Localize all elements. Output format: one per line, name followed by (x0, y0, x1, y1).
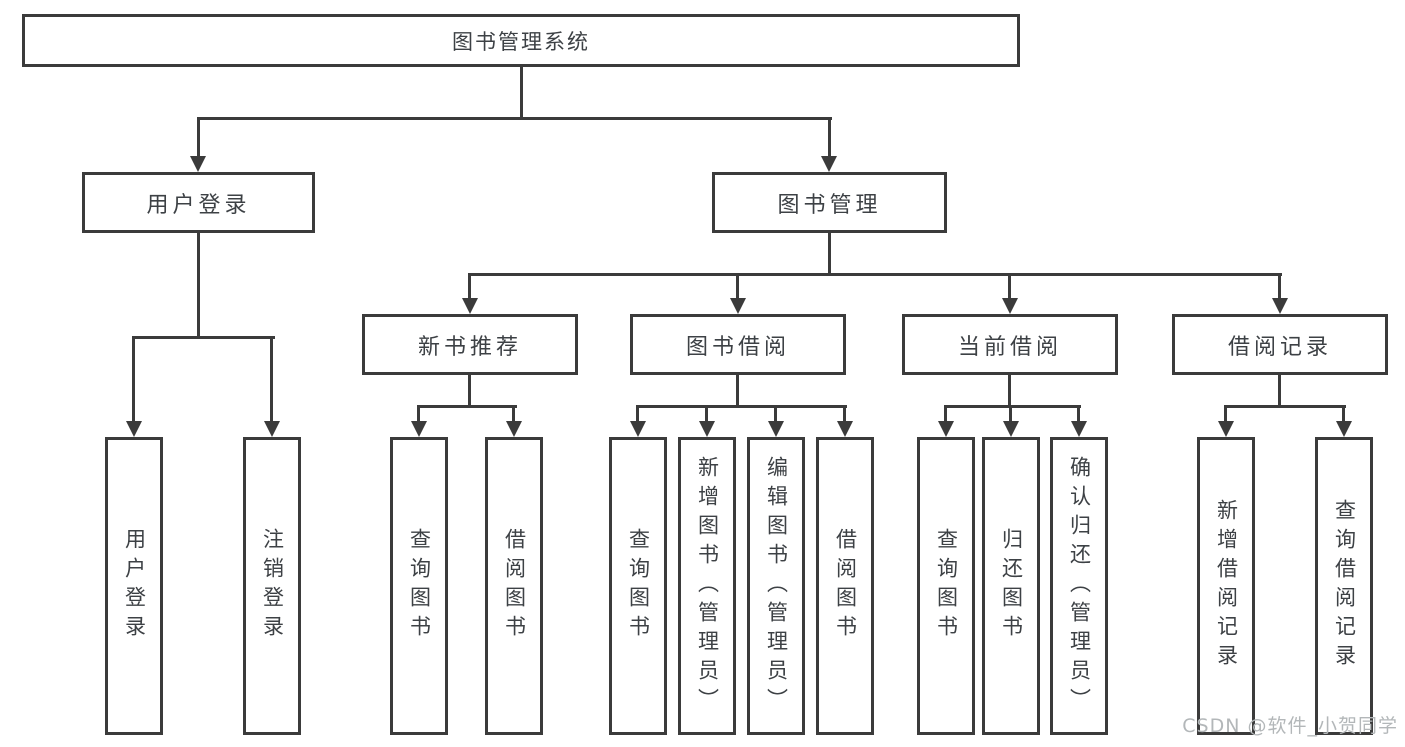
connector-drop-confirm-return (1077, 405, 1080, 421)
down-arrow-icon (1336, 421, 1352, 437)
down-arrow-icon (1218, 421, 1234, 437)
leaf-logout: 注销登录 (243, 437, 301, 735)
node-label: 查询图书 (407, 528, 432, 644)
connector-new-book-rec-branch (417, 405, 517, 408)
connector-drop-leaf-user-login (132, 336, 135, 421)
connector-drop-book-borrow (736, 273, 739, 298)
connector-drop-add-books (705, 405, 708, 421)
connector-current-borrow-branch (944, 405, 1081, 408)
connector-drop-add-record (1224, 405, 1227, 421)
csdn-watermark: CSDN @软件_小贺同学 (1182, 715, 1398, 737)
node-book-borrow: 图书借阅 (630, 314, 846, 375)
down-arrow-icon (411, 421, 427, 437)
connector-drop-leaf-logout (270, 336, 273, 421)
connector-drop-new-book-rec (468, 273, 471, 298)
node-user-login: 用户登录 (82, 172, 315, 233)
leaf-add-books-admin: 新增图书（管理员） (678, 437, 736, 735)
node-label: 新增借阅记录 (1214, 499, 1239, 673)
node-label: 用户登录 (122, 528, 147, 644)
leaf-query-books-current: 查询图书 (917, 437, 975, 735)
leaf-confirm-return-admin: 确认归还（管理员） (1050, 437, 1108, 735)
node-label: 借阅图书 (502, 528, 527, 644)
down-arrow-icon (264, 421, 280, 437)
leaf-borrow-books-borrow: 借阅图书 (816, 437, 874, 735)
connector-borrow-records-stub (1278, 375, 1281, 408)
down-arrow-icon (506, 421, 522, 437)
leaf-edit-books-admin: 编辑图书（管理员） (747, 437, 805, 735)
connector-book-borrow-branch (636, 405, 847, 408)
node-label: 借阅记录 (1227, 334, 1332, 360)
down-arrow-icon (190, 156, 206, 172)
connector-borrow-records-branch (1224, 405, 1346, 408)
node-book-management: 图书管理 (712, 172, 947, 233)
down-arrow-icon (768, 421, 784, 437)
connector-root-branch (197, 117, 832, 120)
connector-drop-book-mgmt (828, 117, 831, 156)
node-label: 图书借阅 (685, 334, 790, 360)
connector-drop-borrow-books-rec (512, 405, 515, 421)
node-borrow-records: 借阅记录 (1172, 314, 1388, 375)
down-arrow-icon (1272, 298, 1288, 314)
leaf-query-books-recommend: 查询图书 (390, 437, 448, 735)
node-label: 查询借阅记录 (1332, 499, 1357, 673)
leaf-add-borrow-record: 新增借阅记录 (1197, 437, 1255, 735)
connector-drop-query-record (1342, 405, 1345, 421)
connector-drop-borrow-books-borrow (843, 405, 846, 421)
node-label: 编辑图书（管理员） (764, 455, 789, 717)
node-label: 借阅图书 (833, 528, 858, 644)
connector-drop-borrow-records (1278, 273, 1281, 298)
down-arrow-icon (462, 298, 478, 314)
connector-root-stub (520, 67, 523, 120)
connector-drop-current-borrow (1008, 273, 1011, 298)
down-arrow-icon (938, 421, 954, 437)
connector-user-login-branch (132, 336, 275, 339)
leaf-borrow-books-recommend: 借阅图书 (485, 437, 543, 735)
down-arrow-icon (837, 421, 853, 437)
connector-book-mgmt-branch (468, 273, 1282, 276)
node-label: 用户登录 (146, 192, 251, 218)
leaf-user-login: 用户登录 (105, 437, 163, 735)
connector-drop-user-login (197, 117, 200, 156)
connector-drop-query-books-current (944, 405, 947, 421)
down-arrow-icon (1003, 421, 1019, 437)
node-root-system: 图书管理系统 (22, 14, 1020, 67)
down-arrow-icon (821, 156, 837, 172)
leaf-query-books-borrow: 查询图书 (609, 437, 667, 735)
node-label: 归还图书 (999, 528, 1024, 644)
node-new-book-recommend: 新书推荐 (362, 314, 578, 375)
connector-book-borrow-stub (736, 375, 739, 408)
node-label: 当前借阅 (957, 334, 1062, 360)
node-label: 新增图书（管理员） (695, 455, 720, 717)
node-label: 图书管理系统 (452, 29, 590, 54)
node-current-borrow: 当前借阅 (902, 314, 1118, 375)
connector-drop-query-books-rec (417, 405, 420, 421)
leaf-query-borrow-record: 查询借阅记录 (1315, 437, 1373, 735)
node-label: 新书推荐 (417, 334, 522, 360)
down-arrow-icon (699, 421, 715, 437)
node-label: 查询图书 (934, 528, 959, 644)
leaf-return-books: 归还图书 (982, 437, 1040, 735)
connector-current-borrow-stub (1008, 375, 1011, 408)
node-label: 注销登录 (260, 528, 285, 644)
down-arrow-icon (1071, 421, 1087, 437)
connector-drop-edit-books (774, 405, 777, 421)
node-label: 确认归还（管理员） (1067, 455, 1092, 717)
connector-user-login-stub (197, 233, 200, 339)
connector-book-mgmt-stub (828, 233, 831, 276)
down-arrow-icon (730, 298, 746, 314)
down-arrow-icon (1002, 298, 1018, 314)
node-label: 查询图书 (626, 528, 651, 644)
down-arrow-icon (630, 421, 646, 437)
node-label: 图书管理 (777, 192, 882, 218)
connector-drop-return-books (1009, 405, 1012, 421)
connector-new-book-rec-stub (468, 375, 471, 408)
down-arrow-icon (126, 421, 142, 437)
connector-drop-query-books-borrow (636, 405, 639, 421)
